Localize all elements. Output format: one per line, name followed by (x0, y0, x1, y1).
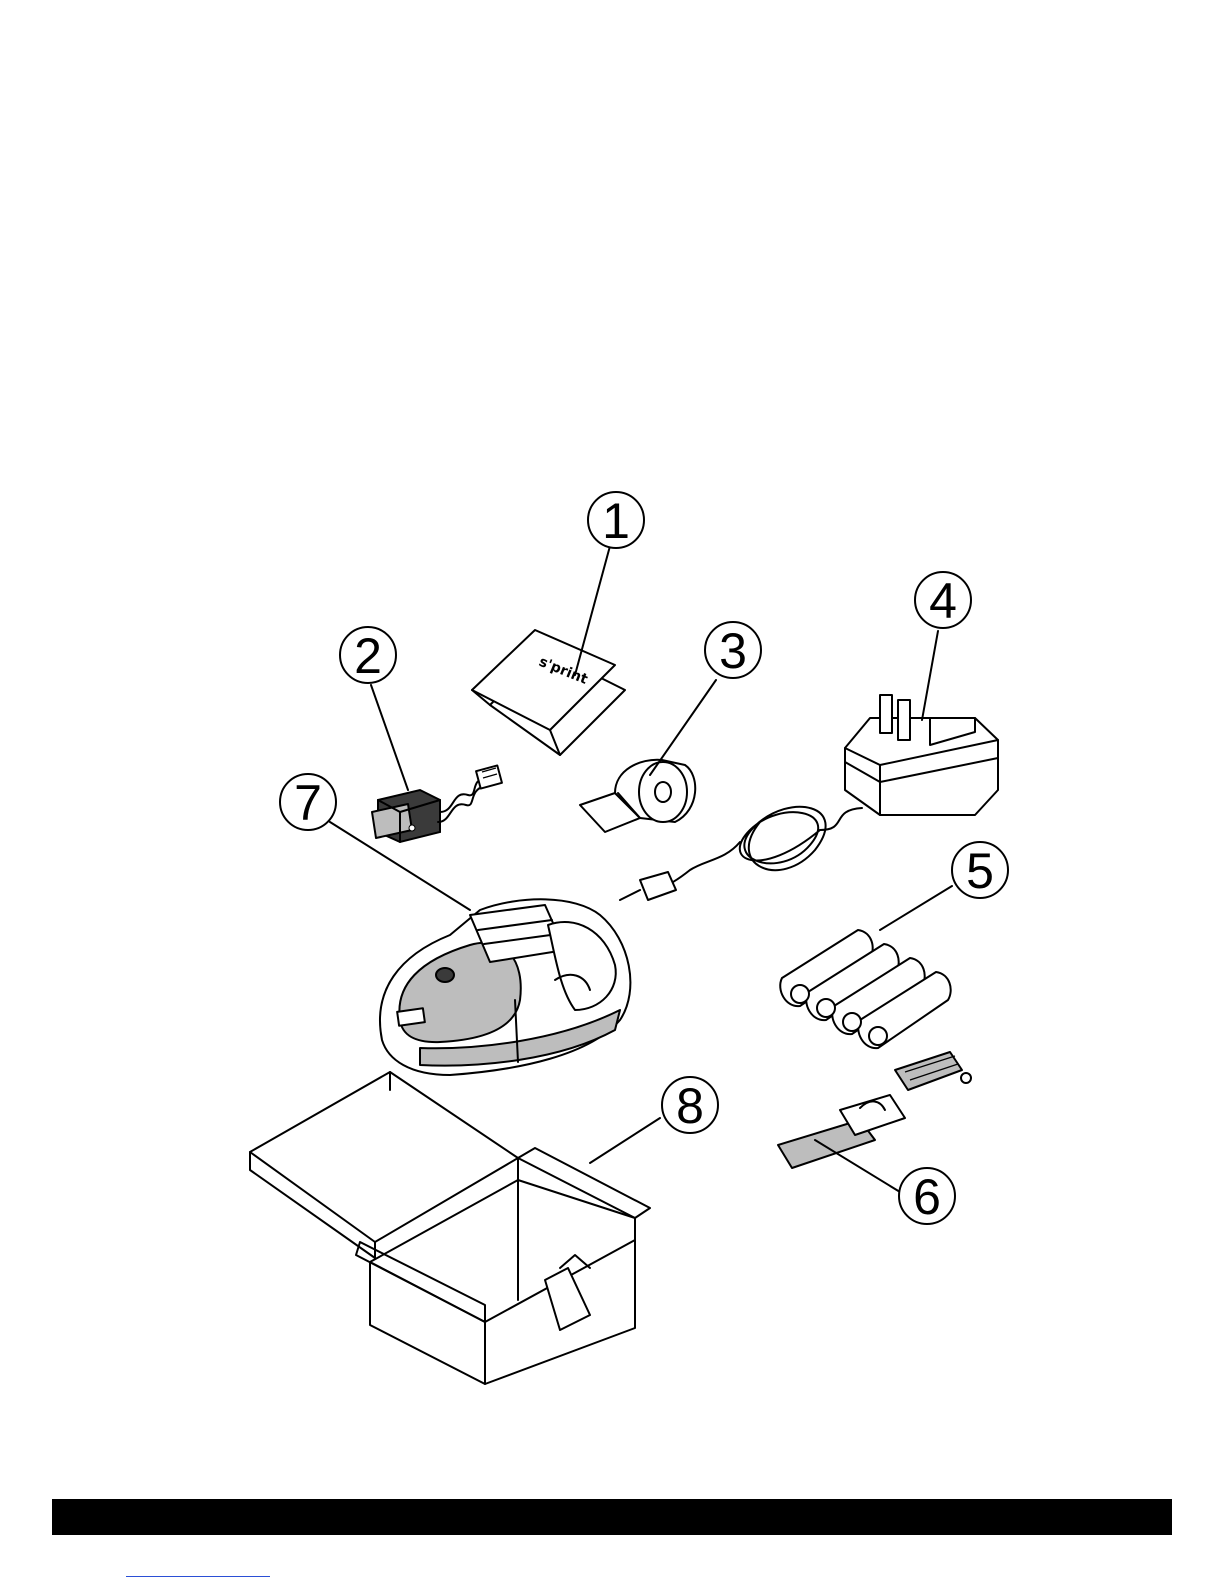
cardboard-box (250, 1072, 650, 1384)
manual-leaflet: s'print (472, 630, 625, 755)
paper-roll (580, 760, 695, 832)
callout-4: 4 (915, 572, 971, 629)
footer-link-underline (126, 1576, 270, 1577)
svg-text:1: 1 (602, 493, 630, 549)
callout-3: 3 (705, 622, 761, 679)
batteries (780, 930, 950, 1048)
callout-5: 5 (952, 842, 1008, 899)
svg-text:4: 4 (929, 573, 957, 629)
serial-adapter (372, 765, 502, 842)
callout-2: 2 (340, 627, 396, 684)
svg-text:6: 6 (913, 1169, 941, 1225)
footer-bar (52, 1499, 1172, 1535)
svg-text:7: 7 (294, 775, 322, 831)
svg-text:5: 5 (966, 843, 994, 899)
callout-7: 7 (280, 774, 336, 831)
callout-6: 6 (899, 1168, 955, 1225)
belt-clip (778, 1052, 971, 1168)
printer (380, 899, 630, 1075)
callout-8: 8 (662, 1077, 718, 1134)
callout-1: 1 (588, 492, 644, 549)
svg-text:8: 8 (676, 1078, 704, 1134)
svg-text:2: 2 (354, 628, 382, 684)
svg-text:3: 3 (719, 623, 747, 679)
